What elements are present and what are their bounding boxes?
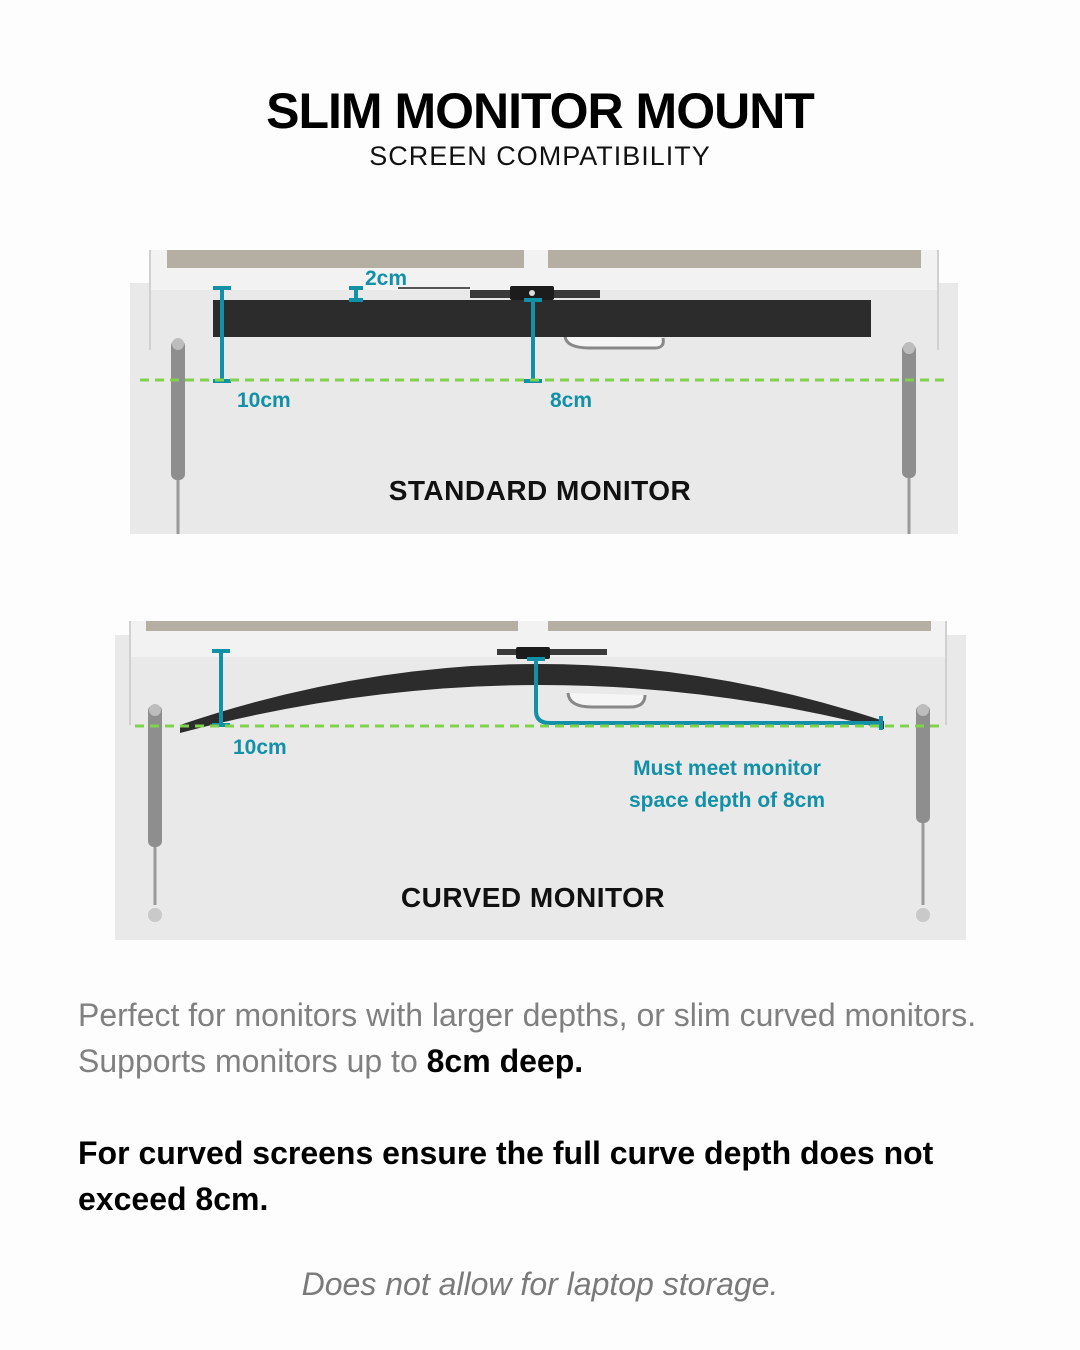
dimension-markers [212,649,883,730]
page-title: SLIM MONITOR MOUNT [266,83,815,139]
page-subtitle: SCREEN COMPATIBILITY [369,141,711,171]
dim-top-label: 2cm [365,267,407,290]
left-gas-strut [171,338,185,534]
note-line-1: Must meet monitor [633,757,821,780]
note-line-2: space depth of 8cm [629,789,825,812]
dim-left-label: 10cm [233,736,287,759]
dim-center-label: 8cm [550,389,592,412]
desk-top-wood-left [167,250,524,268]
right-gas-strut [916,704,930,922]
desk-back-panel [115,635,966,940]
desk-top-wood-right [548,621,931,631]
standard-monitor-label: STANDARD MONITOR [389,475,692,506]
curved-monitor-diagram: 10cm Must meet monitor space depth of 8c… [0,615,1080,945]
desk-top-wood-right [548,250,921,268]
mount-bracket [516,647,550,659]
dim-left-label: 10cm [237,389,291,412]
laptop-note: Does not allow for laptop storage. [301,1266,779,1302]
right-gas-strut [902,342,916,534]
handle [563,335,665,350]
desk-top-wood-left [146,621,518,631]
description-paragraph: Perfect for monitors with larger depths,… [78,992,1008,1084]
standard-monitor-body [213,300,871,337]
description-text: Perfect for monitors with larger depths,… [78,997,977,1079]
standard-monitor-diagram: 2cm 10cm 8cm STANDARD MONITOR [0,240,1080,540]
curved-monitor-body [180,663,884,733]
left-gas-strut [148,704,162,922]
handle [566,692,647,709]
curved-warning-paragraph: For curved screens ensure the full curve… [78,1135,934,1217]
curved-monitor-label: CURVED MONITOR [401,882,665,913]
description-highlight: 8cm deep. [426,1043,584,1079]
